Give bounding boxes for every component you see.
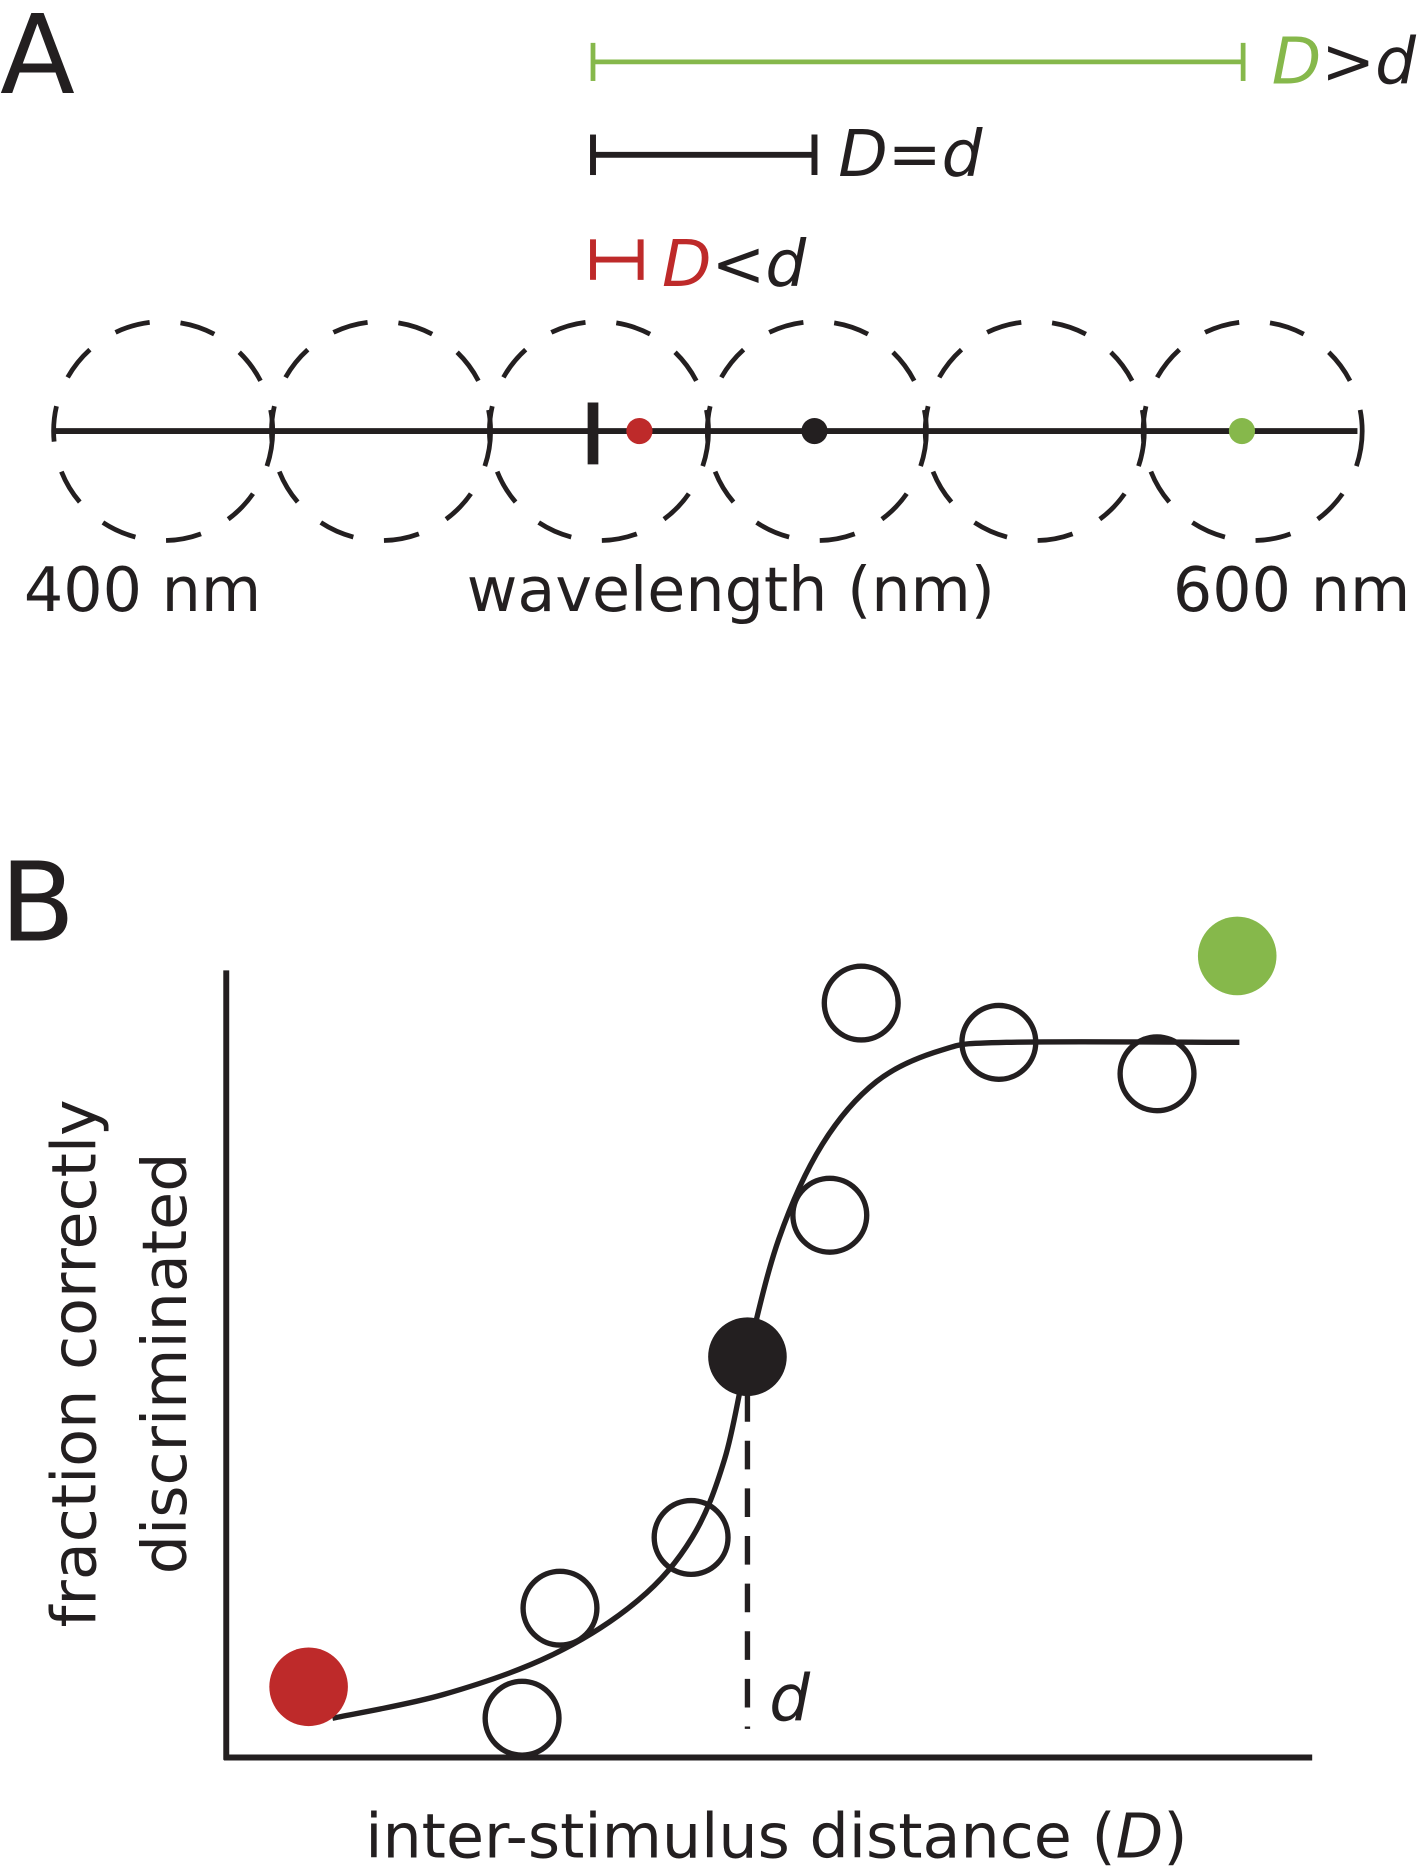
label-d-equal: D=d — [838, 117, 983, 192]
data-point-open — [821, 963, 901, 1043]
data-point-dgtd — [1197, 916, 1277, 996]
x-axis-label: inter-stimulus distance (D) — [365, 1801, 1187, 1873]
bar-d-equal — [590, 134, 818, 176]
axis-label-wavelength: wavelength (nm) — [467, 554, 995, 626]
label-400nm: 400 nm — [24, 554, 261, 626]
stimulus-red-dot — [626, 417, 653, 445]
data-point-open — [790, 1175, 870, 1255]
panel-a: A D>d D=d D<d 400 nm wavelength (nm) 600… — [0, 0, 1417, 626]
stimulus-green-dot — [1228, 417, 1256, 445]
label-d-less: D<d — [662, 227, 807, 302]
label-600nm: 600 nm — [1173, 554, 1410, 626]
fit-curve — [331, 1039, 1240, 1721]
data-point-dltd — [269, 1647, 348, 1727]
y-axis-label-line2: discriminated — [129, 1152, 201, 1574]
y-axis-label: fraction correctly discriminated — [38, 1099, 200, 1627]
bar-d-greater — [590, 42, 1246, 81]
panel-b-label: B — [0, 839, 75, 967]
data-point-open — [1117, 1034, 1197, 1114]
data-point-open — [959, 1002, 1039, 1082]
y-axis-label-line1: fraction correctly — [38, 1099, 110, 1627]
data-point-deqd — [708, 1317, 787, 1396]
panel-b: B d fraction correctly discriminated int… — [0, 839, 1313, 1873]
panel-a-label: A — [0, 0, 75, 119]
data-point-open — [520, 1568, 600, 1648]
bar-d-less — [590, 239, 644, 280]
plot-area — [269, 916, 1277, 1758]
data-point-open — [482, 1678, 562, 1758]
stimulus-black-dot — [801, 417, 828, 445]
data-point-open — [651, 1497, 731, 1578]
threshold-label: d — [769, 1662, 811, 1737]
label-d-greater: D>d — [1272, 24, 1417, 99]
